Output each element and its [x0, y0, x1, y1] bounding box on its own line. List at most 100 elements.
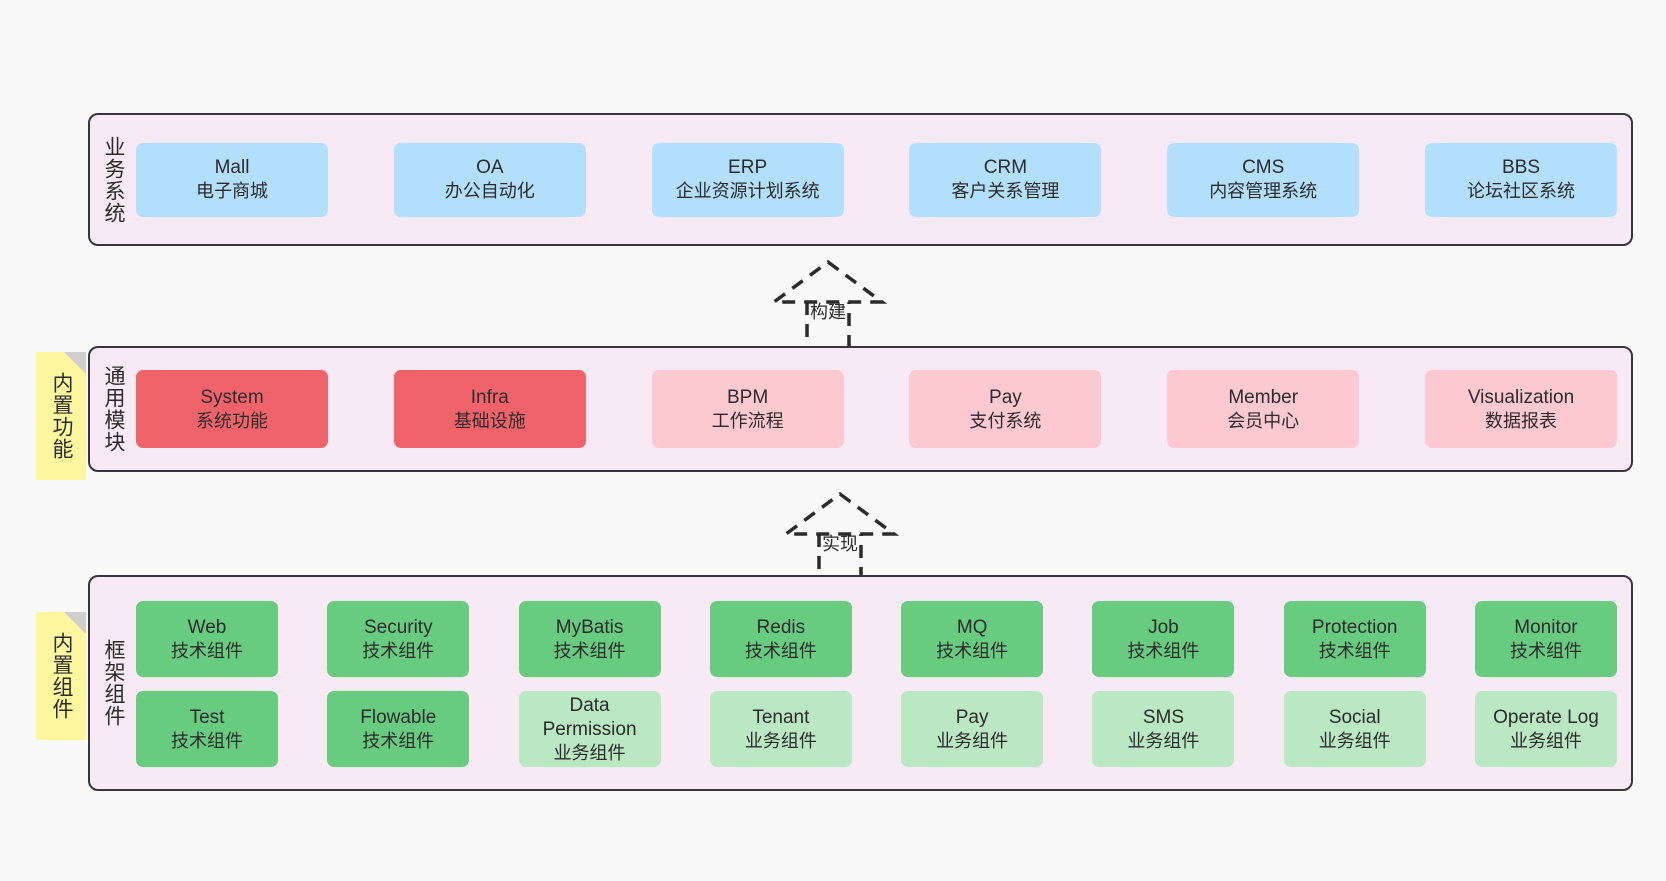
card-title: Infra	[470, 386, 509, 408]
card-member[interactable]: Member 会员中心	[1167, 370, 1360, 448]
card-title: CRM	[983, 157, 1028, 179]
layer-modules-label: 通用模块	[101, 365, 125, 453]
card-subtitle: 技术组件	[362, 640, 435, 661]
card-bpm[interactable]: BPM 工作流程	[651, 370, 844, 448]
card-title: Visualization	[1467, 386, 1575, 408]
card-subtitle: 业务组件	[553, 742, 626, 763]
card-system[interactable]: System 系统功能	[136, 370, 328, 448]
card-subtitle: 技术组件	[1318, 640, 1391, 661]
card-subtitle: 技术组件	[1127, 640, 1200, 661]
card-oa[interactable]: OA 办公自动化	[393, 142, 586, 217]
card-title: CMS	[1242, 157, 1285, 179]
card-title: Redis	[756, 616, 806, 638]
card-title: MyBatis	[555, 616, 624, 638]
arrow-realize-label: 实现	[822, 534, 858, 554]
card-subtitle: 业务组件	[1509, 730, 1582, 751]
card-subtitle: 技术组件	[362, 730, 435, 751]
card-web[interactable]: Web 技术组件	[136, 601, 278, 677]
card-pay-module[interactable]: Pay 支付系统	[909, 370, 1102, 448]
card-title: Job	[1148, 616, 1179, 638]
card-subtitle: 技术组件	[171, 730, 243, 751]
sticky-builtin-components: 内置组件	[36, 612, 86, 740]
card-monitor[interactable]: Monitor 技术组件	[1474, 601, 1617, 677]
layer-business-body: Mall 电子商城 OA 办公自动化 ERP 企业资源计划系统 CRM 客户关系…	[136, 115, 1631, 244]
card-title: BBS	[1501, 157, 1540, 179]
card-subtitle: 业务组件	[1127, 730, 1200, 751]
card-bbs[interactable]: BBS 论坛社区系统	[1424, 142, 1617, 217]
card-mybatis[interactable]: MyBatis 技术组件	[518, 601, 661, 677]
card-security[interactable]: Security 技术组件	[327, 601, 470, 677]
card-title: Data Permission	[542, 694, 637, 740]
card-title: MQ	[956, 616, 988, 638]
card-title: Protection	[1311, 616, 1398, 638]
sticky-builtin-features: 内置功能	[36, 352, 86, 480]
card-title: BPM	[727, 386, 769, 408]
arrow-realize: 实现	[760, 488, 920, 588]
card-title: Mall	[214, 157, 250, 179]
sticky-builtin-features-label: 内置功能	[49, 372, 73, 460]
card-infra[interactable]: Infra 基础设施	[393, 370, 586, 448]
card-title: ERP	[728, 157, 768, 179]
card-title: Social	[1328, 706, 1381, 728]
arrow-build: 构建	[748, 256, 908, 356]
card-subtitle: 技术组件	[744, 640, 817, 661]
card-subtitle: 数据报表	[1484, 410, 1557, 431]
card-subtitle: 技术组件	[171, 640, 243, 661]
card-data-permission[interactable]: Data Permission 业务组件	[518, 691, 661, 767]
card-tenant[interactable]: Tenant 业务组件	[709, 691, 852, 767]
sticky-builtin-components-label: 内置组件	[49, 632, 73, 720]
card-test[interactable]: Test 技术组件	[136, 691, 278, 767]
card-flowable[interactable]: Flowable 技术组件	[327, 691, 470, 767]
card-subtitle: 技术组件	[1509, 640, 1582, 661]
card-subtitle: 技术组件	[553, 640, 626, 661]
card-subtitle: 论坛社区系统	[1466, 181, 1575, 202]
layer-framework-label: 框架组件	[101, 639, 125, 727]
arrow-build-label: 构建	[810, 302, 846, 322]
card-subtitle: 内容管理系统	[1209, 181, 1318, 202]
framework-business-row: Test 技术组件 Flowable 技术组件 Data Permission …	[136, 691, 1617, 767]
card-subtitle: 客户关系管理	[951, 181, 1060, 202]
card-subtitle: 技术组件	[936, 640, 1009, 661]
card-title: Monitor	[1514, 616, 1578, 638]
business-card-row: Mall 电子商城 OA 办公自动化 ERP 企业资源计划系统 CRM 客户关系…	[136, 142, 1617, 217]
card-title: SMS	[1142, 706, 1184, 728]
card-mq[interactable]: MQ 技术组件	[901, 601, 1044, 677]
layer-business-label: 业务系统	[101, 135, 125, 224]
framework-tech-row: Web 技术组件 Security 技术组件 MyBatis 技术组件 Redi…	[136, 601, 1617, 677]
card-title: Pay	[955, 706, 989, 728]
card-cms[interactable]: CMS 内容管理系统	[1167, 142, 1360, 217]
card-redis[interactable]: Redis 技术组件	[709, 601, 852, 677]
card-subtitle: 支付系统	[969, 410, 1042, 431]
card-erp[interactable]: ERP 企业资源计划系统	[651, 142, 844, 217]
modules-card-row: System 系统功能 Infra 基础设施 BPM 工作流程 Pay 支付系统…	[136, 370, 1617, 448]
card-title: Web	[187, 616, 227, 638]
layer-modules-body: System 系统功能 Infra 基础设施 BPM 工作流程 Pay 支付系统…	[136, 348, 1631, 470]
card-subtitle: 电子商城	[196, 181, 268, 202]
card-social[interactable]: Social 业务组件	[1283, 691, 1426, 767]
card-title: OA	[476, 157, 504, 179]
card-title: Flowable	[360, 706, 437, 728]
card-subtitle: 系统功能	[196, 410, 268, 431]
card-subtitle: 企业资源计划系统	[675, 181, 820, 202]
card-subtitle: 工作流程	[711, 410, 784, 431]
card-subtitle: 业务组件	[744, 730, 817, 751]
layer-framework-components: 框架组件 Web 技术组件 Security 技术组件 MyBatis 技术组件…	[88, 575, 1633, 791]
card-mall[interactable]: Mall 电子商城	[136, 142, 328, 217]
layer-framework-body: Web 技术组件 Security 技术组件 MyBatis 技术组件 Redi…	[136, 577, 1631, 789]
card-title: Security	[363, 616, 433, 638]
card-title: Test	[189, 706, 225, 728]
card-title: Tenant	[752, 706, 810, 728]
card-protection[interactable]: Protection 技术组件	[1283, 601, 1426, 677]
card-crm[interactable]: CRM 客户关系管理	[909, 142, 1102, 217]
card-job[interactable]: Job 技术组件	[1092, 601, 1235, 677]
card-subtitle: 办公自动化	[444, 181, 535, 202]
card-subtitle: 业务组件	[1318, 730, 1391, 751]
layer-common-modules: 通用模块 System 系统功能 Infra 基础设施 BPM 工作流程 Pay…	[88, 346, 1633, 472]
card-operate-log[interactable]: Operate Log 业务组件	[1474, 691, 1617, 767]
card-sms[interactable]: SMS 业务组件	[1092, 691, 1235, 767]
card-title: Pay	[989, 386, 1022, 408]
card-subtitle: 会员中心	[1227, 410, 1300, 431]
card-title: Operate Log	[1493, 706, 1599, 728]
card-visualization[interactable]: Visualization 数据报表	[1424, 370, 1617, 448]
card-pay-component[interactable]: Pay 业务组件	[901, 691, 1044, 767]
